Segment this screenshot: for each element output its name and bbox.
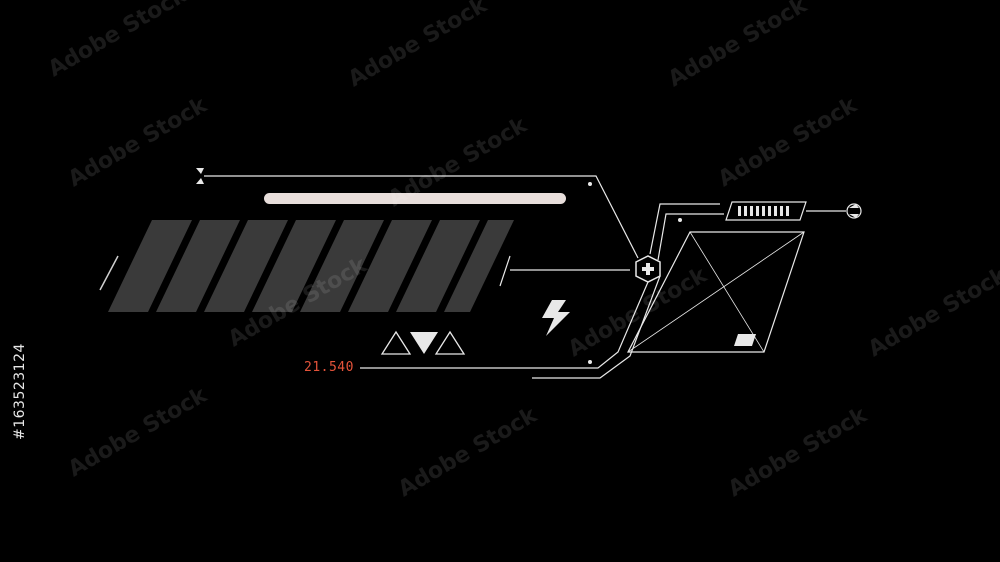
crosshair-panel — [627, 231, 805, 353]
stripe — [204, 220, 288, 312]
top-rail — [204, 175, 639, 287]
battery-icon — [725, 201, 807, 221]
triangle-markers — [380, 330, 466, 355]
rail-dot — [588, 182, 592, 186]
progress-bar — [264, 193, 566, 204]
stripe — [300, 220, 384, 312]
triangle-up-icon — [380, 330, 412, 355]
lightning-icon — [542, 300, 570, 336]
triangle-up-icon — [434, 330, 466, 355]
stripe — [396, 220, 480, 312]
stripe — [348, 220, 432, 312]
stripe — [252, 220, 336, 312]
rail-dot — [588, 360, 592, 364]
stripe — [108, 220, 192, 312]
stock-id: #163523124 — [12, 343, 28, 440]
right-cap-icon — [846, 203, 862, 219]
top-left-cap-icon — [196, 168, 204, 184]
hex-node-icon — [635, 255, 661, 283]
stripe — [156, 220, 240, 312]
rail-dot — [678, 218, 682, 222]
triangle-down-icon — [410, 332, 438, 354]
striped-bar-block — [108, 220, 514, 312]
readout-value: 21.540 — [304, 360, 354, 375]
stripe — [444, 220, 514, 312]
right-rails — [360, 203, 846, 379]
panel-corner-marker — [734, 334, 756, 346]
left-tick-line — [99, 255, 119, 291]
